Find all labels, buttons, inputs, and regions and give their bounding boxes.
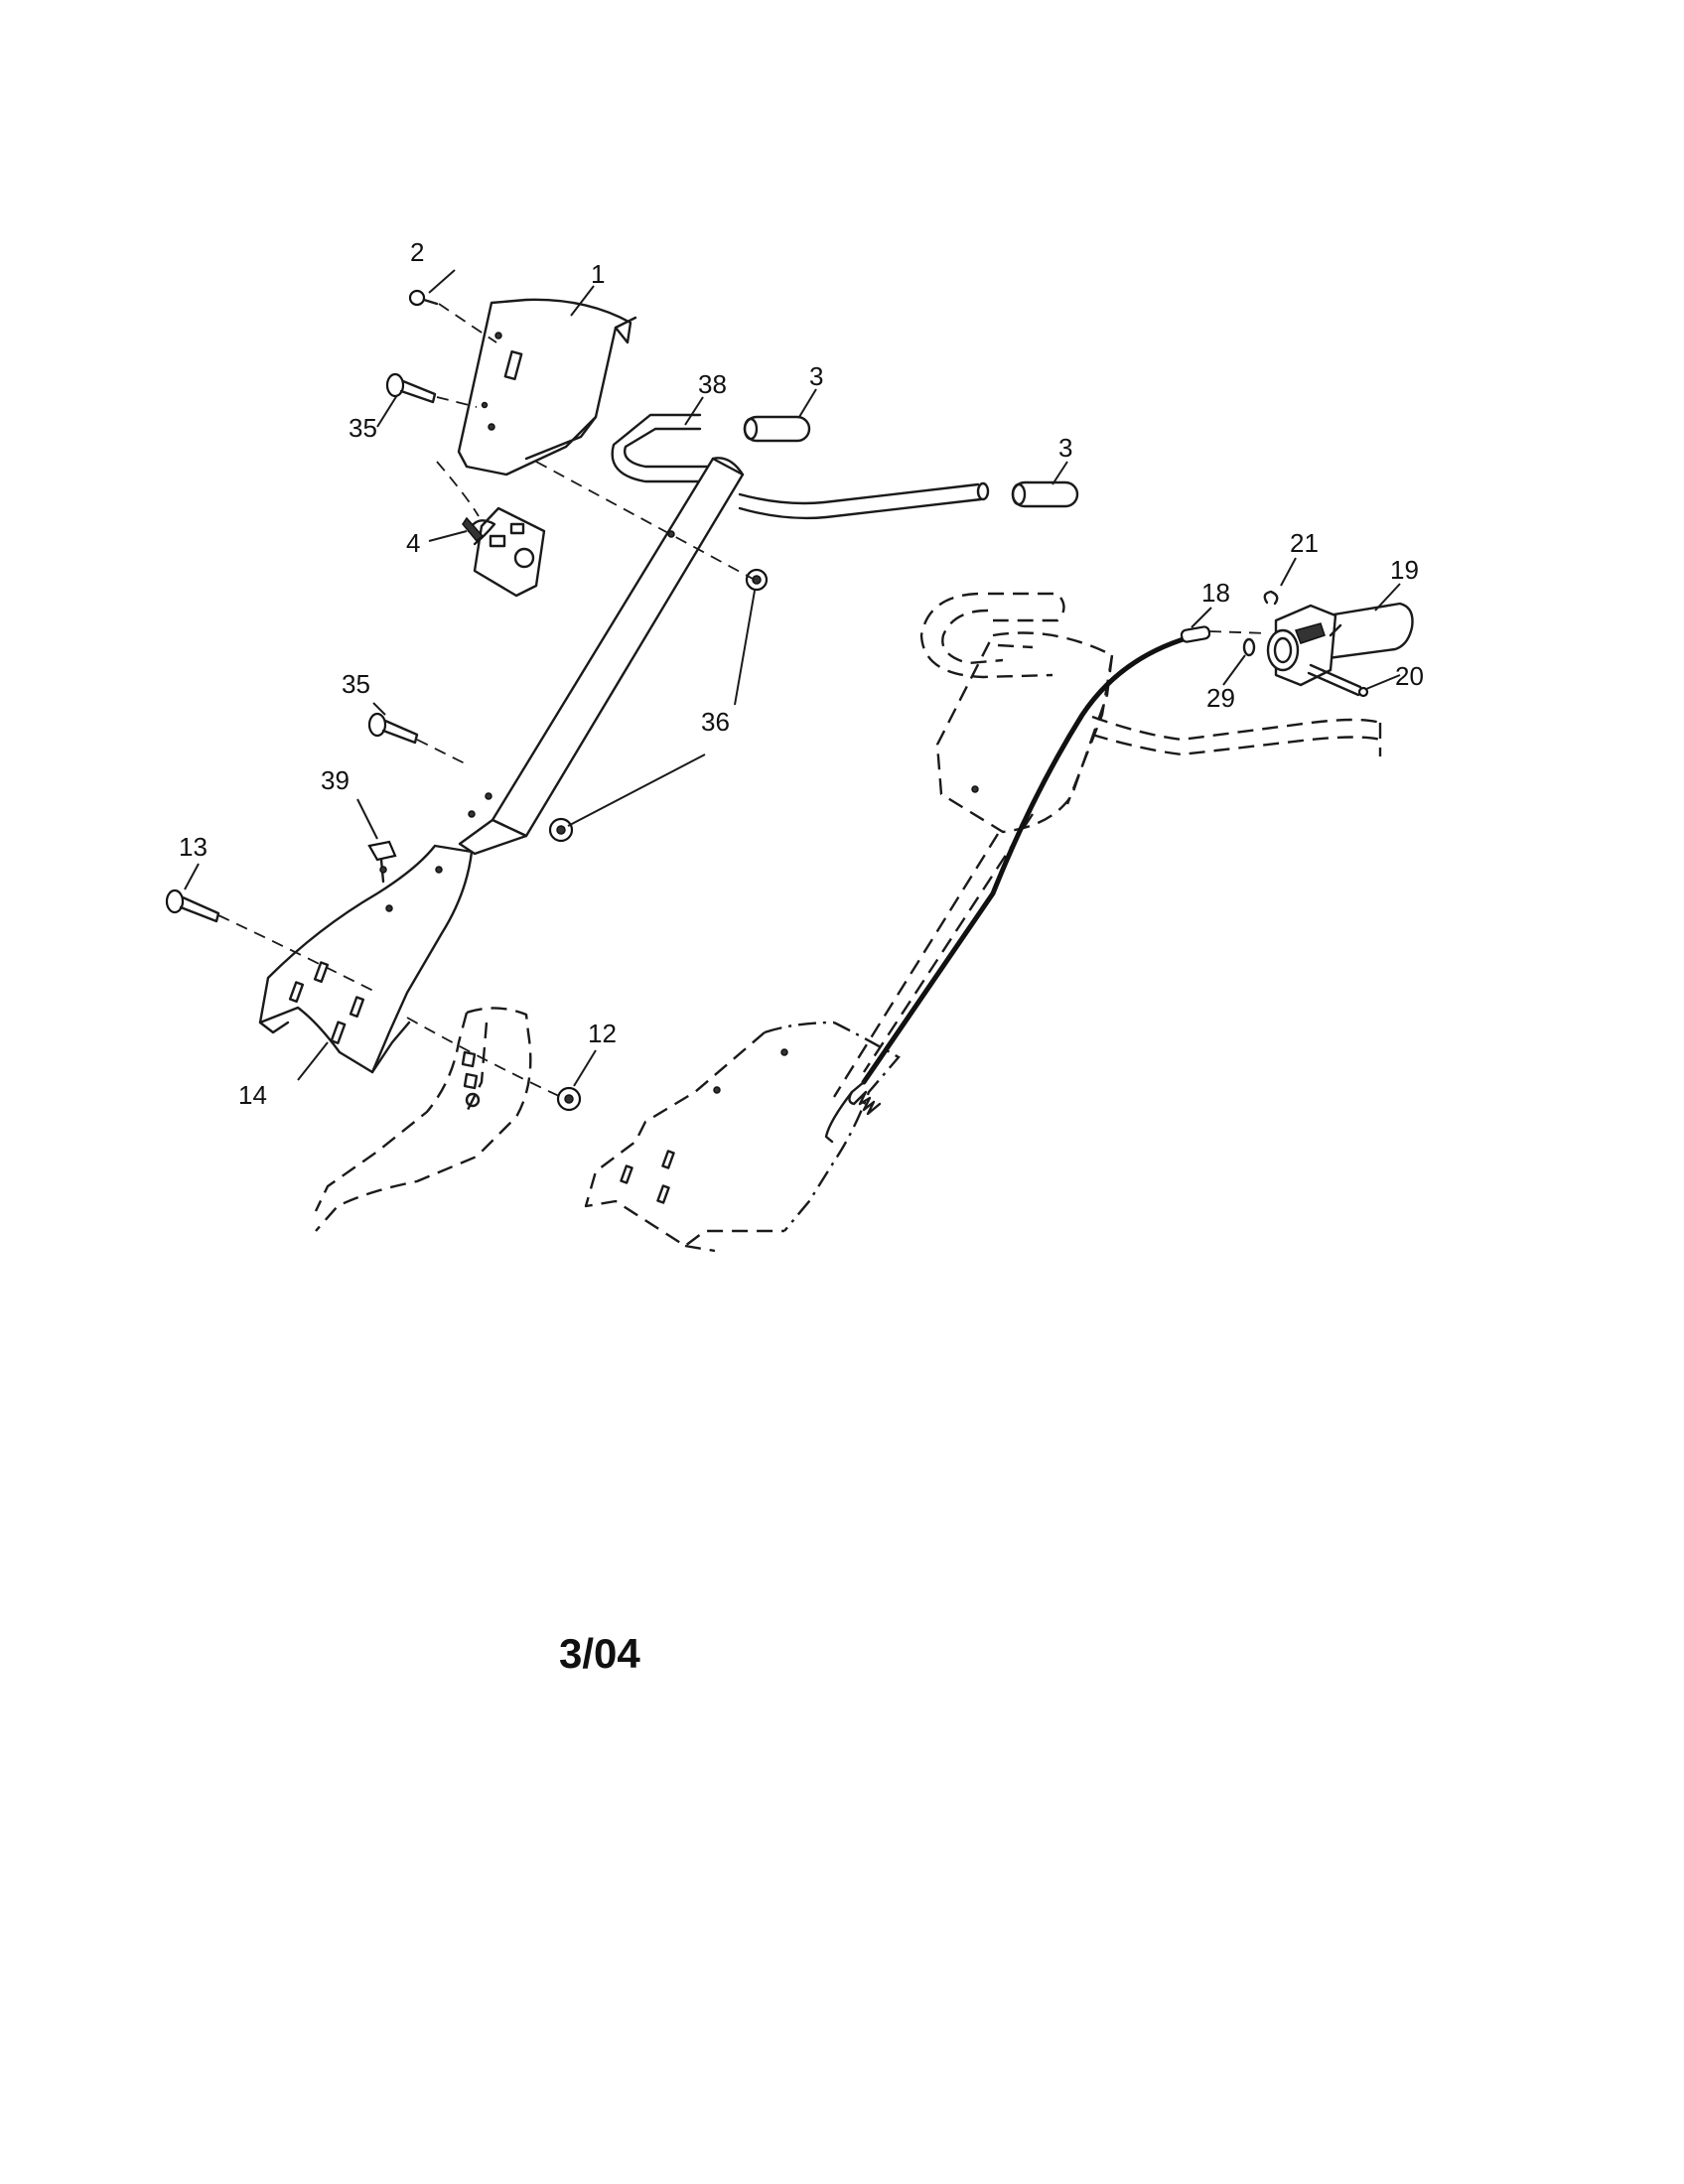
- callout-19: 19: [1390, 555, 1419, 585]
- callout-12: 12: [588, 1019, 617, 1048]
- callout-4: 4: [406, 528, 420, 558]
- wing-knob-part: [367, 840, 397, 884]
- handle-shaft-part: [458, 457, 745, 856]
- callout-21: 21: [1290, 528, 1319, 558]
- callout-38: 38: [698, 369, 727, 399]
- callout-2: 2: [410, 237, 424, 267]
- nut-12-part: [556, 1086, 582, 1112]
- control-lever-assembly: [1208, 590, 1414, 698]
- callout-14: 14: [238, 1080, 267, 1110]
- callout-leaders: [184, 269, 1401, 1087]
- callout-20: 20: [1395, 661, 1424, 691]
- carriage-bolt-lower-part: [367, 712, 419, 745]
- frame-mount-ghost: [314, 1007, 532, 1232]
- callout-35-upper: 35: [349, 413, 377, 443]
- handle-cover-part: [457, 298, 637, 477]
- nut-upper-part: [745, 568, 769, 592]
- bolt-13-part: [165, 888, 220, 923]
- callout-3-upper: 3: [809, 361, 823, 391]
- callout-3-lower: 3: [1058, 433, 1072, 463]
- nut-lower-part: [548, 817, 574, 843]
- assembly-lines-left: [217, 303, 756, 1098]
- screw-part: [408, 289, 439, 307]
- handle-bar-part: [611, 413, 990, 520]
- assembled-handle-ghost: [584, 592, 1382, 1253]
- callout-13: 13: [179, 832, 208, 862]
- callout-1: 1: [591, 259, 605, 289]
- carriage-bolt-upper-part: [385, 372, 437, 404]
- lower-bracket-part: [258, 844, 474, 1074]
- revision-date: 3/04: [559, 1630, 640, 1677]
- control-cable-part: [824, 625, 1211, 1144]
- grip-lower-part: [1011, 480, 1079, 508]
- callout-18: 18: [1201, 578, 1230, 608]
- grip-upper-part: [743, 415, 811, 443]
- callout-29: 29: [1206, 683, 1235, 713]
- bracket-part: [462, 506, 546, 598]
- callout-36: 36: [701, 707, 730, 737]
- callout-39: 39: [321, 765, 350, 795]
- callout-35-lower: 35: [342, 669, 370, 699]
